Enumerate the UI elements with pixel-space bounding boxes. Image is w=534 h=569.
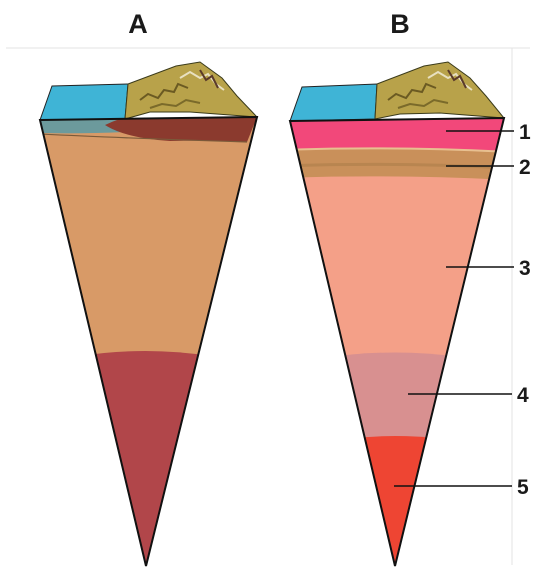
cone-b-layer-5 — [340, 436, 450, 569]
cone-a-ocean-surface — [40, 84, 128, 120]
panel-b-title: B — [390, 9, 410, 39]
cone-a — [0, 62, 300, 569]
layer-number-2: 2 — [519, 156, 531, 179]
cone-b — [260, 62, 530, 569]
panel-a-title: A — [128, 9, 148, 39]
cone-b-land-surface — [375, 62, 504, 119]
layer-number-1: 1 — [519, 121, 531, 144]
cone-a-land-surface — [125, 62, 257, 119]
cone-b-ocean-surface — [290, 84, 377, 121]
layer-number-5: 5 — [517, 476, 529, 499]
layer-number-3: 3 — [519, 257, 531, 280]
layer-number-4: 4 — [517, 384, 529, 407]
